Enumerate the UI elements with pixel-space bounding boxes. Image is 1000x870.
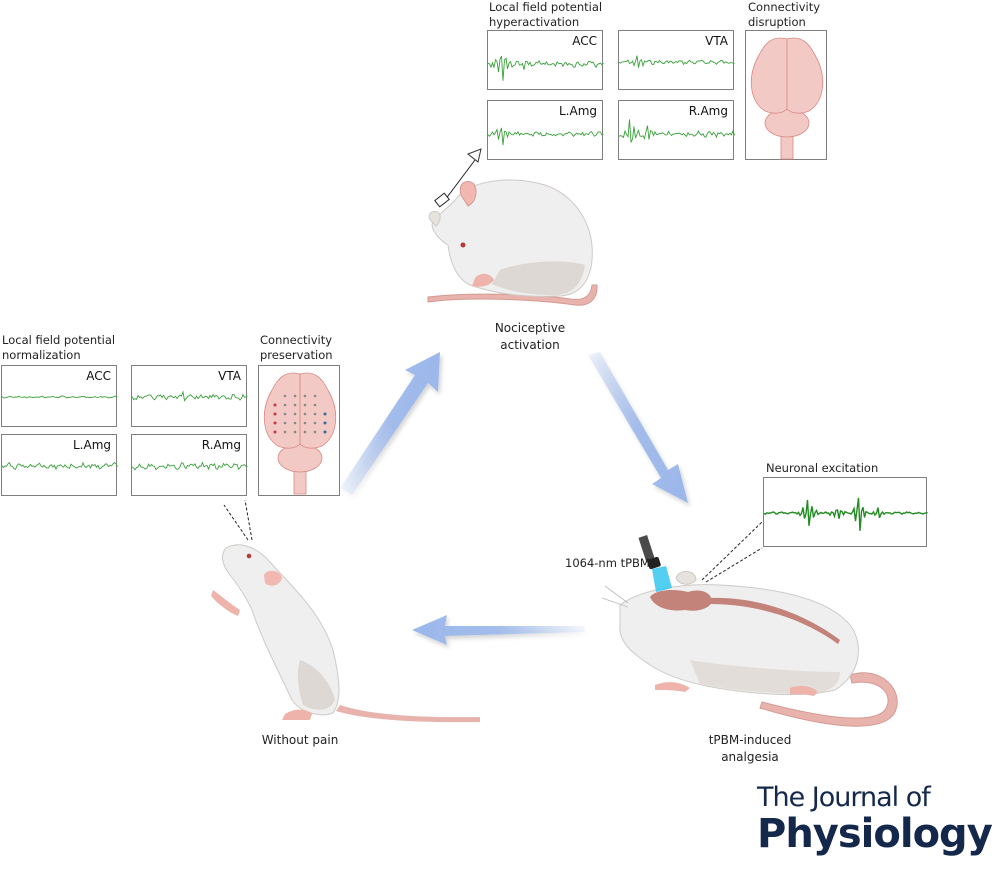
electrode-dot bbox=[293, 421, 297, 425]
rat-without-pain bbox=[211, 499, 480, 723]
lfp-panel-left-acc: ACC bbox=[1, 365, 118, 427]
lfp-hyperactivation-title: Local field potential hyperactivation bbox=[489, 0, 602, 30]
lfp-panel-top-lamg: L.Amg bbox=[487, 100, 604, 160]
connectivity-preservation-title: Connectivity preservation bbox=[260, 333, 333, 363]
title-line: disruption bbox=[748, 15, 806, 29]
journal-logo: The Journal of Physiology bbox=[757, 782, 993, 857]
region-label: ACC bbox=[86, 369, 111, 383]
title-line: normalization bbox=[2, 348, 81, 362]
electrode-dot bbox=[293, 394, 297, 398]
title-line: hyperactivation bbox=[489, 15, 580, 29]
tpbm-device-label: 1064-nm tPBM bbox=[565, 556, 650, 570]
trace-line bbox=[764, 497, 928, 531]
electrode-dot bbox=[313, 412, 317, 416]
region-label: VTA bbox=[705, 34, 728, 48]
brain-panel-preservation bbox=[258, 365, 340, 496]
electrode-dot bbox=[313, 430, 317, 434]
lfp-trace bbox=[2, 395, 118, 399]
brain-icon bbox=[750, 37, 824, 160]
region-label: ACC bbox=[572, 34, 597, 48]
electrode-dot bbox=[303, 394, 307, 398]
region-label: R.Amg bbox=[688, 104, 728, 118]
lfp-panel-top-acc: ACC bbox=[487, 30, 604, 90]
lfp-panel-left-lamg: L.Amg bbox=[1, 434, 118, 496]
caption-line: tPBM-induced bbox=[708, 733, 792, 747]
lfp-trace bbox=[619, 55, 735, 68]
electrode-dot bbox=[283, 394, 287, 398]
trace-line bbox=[132, 390, 248, 402]
arrow-to-nociceptive bbox=[340, 352, 440, 495]
electrode-dot bbox=[313, 403, 317, 407]
lfp-trace bbox=[488, 55, 604, 81]
lfp-normalization-title: Local field potential normalization bbox=[2, 333, 115, 363]
caption-line: Nociceptive bbox=[494, 321, 566, 335]
title-line: Local field potential bbox=[2, 333, 116, 347]
title-line: Connectivity bbox=[748, 0, 821, 14]
electrode-dot-red bbox=[273, 421, 277, 425]
neuronal-excitation-title: Neuronal excitation bbox=[766, 461, 879, 475]
arrow-to-without-pain bbox=[412, 615, 585, 645]
electrode-dot bbox=[293, 412, 297, 416]
region-label: R.Amg bbox=[201, 438, 241, 452]
rat-tpbm-analgesia bbox=[601, 521, 898, 727]
trace-line bbox=[488, 55, 604, 81]
electrode-dot bbox=[313, 421, 317, 425]
lfp-trace bbox=[488, 127, 604, 146]
electrode-dot bbox=[303, 412, 307, 416]
lfp-trace bbox=[132, 390, 248, 402]
electrode-dot-blue bbox=[323, 430, 327, 434]
brain-icon bbox=[263, 372, 337, 495]
trace-line bbox=[619, 55, 735, 68]
connectivity-disruption-title: Connectivity disruption bbox=[748, 0, 820, 30]
trace-line bbox=[619, 119, 735, 143]
trace-line bbox=[488, 127, 604, 146]
electrode-dot-blue bbox=[323, 421, 327, 425]
electrode-dot-red bbox=[273, 412, 277, 416]
lfp-trace bbox=[2, 461, 118, 471]
electrode-dot bbox=[313, 394, 317, 398]
electrode-dot bbox=[303, 403, 307, 407]
journal-logo-line1: The Journal of bbox=[757, 782, 931, 813]
region-label: VTA bbox=[218, 369, 241, 383]
title-line: Connectivity bbox=[260, 333, 333, 347]
title-line: Local field potential bbox=[489, 0, 603, 14]
tpbm-beam bbox=[652, 566, 672, 592]
caption-line: analgesia bbox=[721, 750, 779, 764]
electrode-dot bbox=[303, 421, 307, 425]
excitation-trace bbox=[764, 497, 928, 531]
electrode-dot bbox=[293, 430, 297, 434]
region-label: L.Amg bbox=[558, 104, 597, 118]
lfp-panel-left-ramg: R.Amg bbox=[131, 434, 248, 496]
title-line: preservation bbox=[260, 348, 333, 362]
lfp-panel-left-vta: VTA bbox=[131, 365, 248, 427]
electrode-dot bbox=[283, 430, 287, 434]
brain-shape bbox=[750, 37, 824, 160]
electrode-dot bbox=[283, 421, 287, 425]
brain-panel-disruption bbox=[745, 30, 827, 160]
brain-shape bbox=[263, 372, 337, 495]
lfp-trace bbox=[619, 119, 735, 143]
lfp-panel-top-vta: VTA bbox=[618, 30, 735, 90]
caption-line: activation bbox=[500, 338, 560, 352]
electrode-dot bbox=[293, 403, 297, 407]
rat-nociceptive bbox=[427, 148, 598, 306]
region-label: L.Amg bbox=[72, 438, 111, 452]
trace-line bbox=[2, 461, 118, 471]
caption-without-pain: Without pain bbox=[261, 733, 339, 747]
neuronal-excitation-panel bbox=[763, 477, 928, 547]
arrow-to-tpbm bbox=[588, 352, 688, 503]
caption-tpbm-analgesia: tPBM-induced analgesia bbox=[690, 732, 810, 766]
electrode-dot-red bbox=[273, 403, 277, 407]
trace-line bbox=[2, 395, 118, 399]
electrode-dot bbox=[303, 430, 307, 434]
lfp-panel-top-ramg: R.Amg bbox=[618, 100, 735, 160]
electrode-dot bbox=[283, 412, 287, 416]
electrode-dot bbox=[283, 403, 287, 407]
electrode-dot-red bbox=[273, 430, 277, 434]
caption-nociceptive-activation: Nociceptive activation bbox=[470, 320, 590, 354]
trace-line bbox=[132, 461, 248, 471]
electrode-dot-blue bbox=[323, 412, 327, 416]
journal-logo-line2: Physiology bbox=[757, 811, 993, 857]
lfp-trace bbox=[132, 461, 248, 471]
